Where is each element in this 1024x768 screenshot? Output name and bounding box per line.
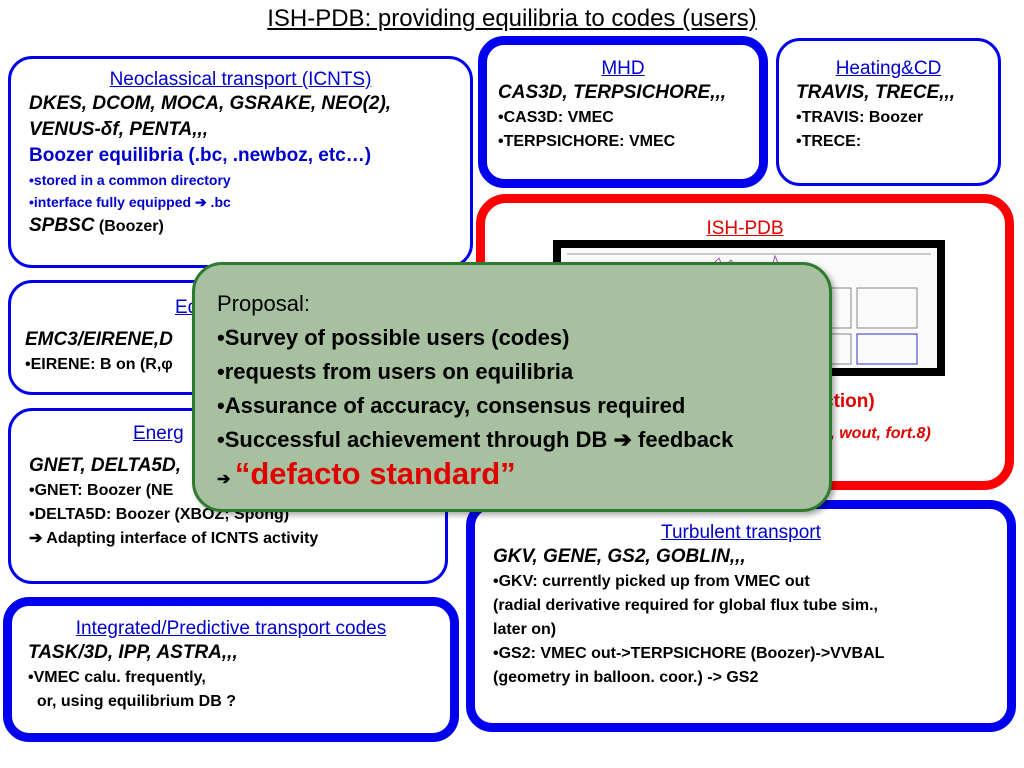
spbsc-note: (Boozer) <box>94 218 164 235</box>
energetic-bullet-3: ➔ Adapting interface of ICNTS activity <box>29 527 445 551</box>
energetic-heading: Energ <box>133 423 184 444</box>
heating-codes: TRAVIS, TRECE,,, <box>796 82 956 103</box>
proposal-box: Proposal: •Survey of possible users (cod… <box>192 262 832 512</box>
turbulent-bullet-5: (geometry in balloon. coor.) -> GS2 <box>493 669 759 686</box>
edge-codes: EMC3/EIRENE,D <box>25 329 173 350</box>
turbulent-heading: Turbulent transport <box>661 522 821 543</box>
arrow-right-icon: ➔ <box>613 427 632 452</box>
energetic-bullet-1: •GNET: Boozer (NE <box>29 482 174 499</box>
turbulent-codes: GKV, GENE, GS2, GOBLIN,,, <box>493 546 746 567</box>
proposal-heading: Proposal: <box>217 291 310 316</box>
turbulent-box: Turbulent transport GKV, GENE, GS2, GOBL… <box>466 500 1016 732</box>
mhd-codes: CAS3D, TERPSICHORE,,, <box>498 82 727 103</box>
arrow-right-icon: ➔ <box>217 471 235 488</box>
ishpdb-tail-1: ction) <box>823 391 875 412</box>
proposal-item-4-text: •Successful achievement through DB <box>217 427 614 452</box>
integrated-box: Integrated/Predictive transport codes TA… <box>3 597 459 742</box>
slide-title: ISH-PDB: providing equilibria to codes (… <box>267 5 757 32</box>
turbulent-bullet-3: later on) <box>493 621 557 638</box>
integrated-bullet-2: or, using equilibrium DB ? <box>28 693 237 710</box>
edge-bullet-1: •EIRENE: B on (R,φ <box>25 356 173 373</box>
interface-text: •interface fully equipped <box>29 194 195 210</box>
proposal-item-4: •Successful achievement through DB ➔ fee… <box>217 423 829 457</box>
turbulent-bullet-4: •GS2: VMEC out->TERPSICHORE (Boozer)->VV… <box>493 645 885 662</box>
neoclassical-heading: Neoclassical transport (ICNTS) <box>109 69 372 90</box>
ishpdb-tail-2: r, wout, fort.8) <box>825 425 931 442</box>
arrow-right-icon: ➔ <box>29 530 43 547</box>
neoclassical-box: Neoclassical transport (ICNTS) DKES, DCO… <box>8 56 473 268</box>
neoclassical-codes-line1: DKES, DCOM, MOCA, GSRAKE, NEO(2), <box>29 93 392 114</box>
boozer-equilibria-line: Boozer equilibria (.bc, .newboz, etc…) <box>29 145 372 166</box>
turbulent-bullet-1: •GKV: currently picked up from VMEC out <box>493 573 810 590</box>
integrated-bullet-1: •VMEC calu. frequently, <box>28 669 206 686</box>
energetic-codes: GNET, DELTA5D, <box>29 455 181 476</box>
proposal-item-2: •requests from users on equilibria <box>217 359 574 384</box>
ishpdb-heading: ISH-PDB <box>706 218 784 239</box>
proposal-feedback-text: feedback <box>631 427 734 452</box>
interface-line: •interface fully equipped ➔ .bc <box>29 191 470 213</box>
neoclassical-codes-line2: VENUS-δf, PENTA,,, <box>29 119 209 140</box>
heating-box: Heating&CD TRAVIS, TRECE,,, •TRAVIS: Boo… <box>776 38 1001 186</box>
heating-bullet-1: •TRAVIS: Boozer <box>796 109 924 126</box>
proposal-item-3: •Assurance of accuracy, consensus requir… <box>217 393 686 418</box>
mhd-bullet-2: •TERPSICHORE: VMEC <box>498 133 676 150</box>
spbsc-line: SPBSC (Boozer) <box>29 213 470 239</box>
spbsc-label: SPBSC <box>29 215 95 236</box>
adapting-interface-text: Adapting interface of ICNTS activity <box>42 530 319 547</box>
heating-heading: Heating&CD <box>835 58 942 79</box>
proposal-item-5: ➔ “defacto standard” <box>217 457 829 497</box>
proposal-item-1: •Survey of possible users (codes) <box>217 325 570 350</box>
mhd-bullet-1: •CAS3D: VMEC <box>498 109 614 126</box>
mhd-heading: MHD <box>601 58 645 79</box>
heating-bullet-2: •TRECE: <box>796 133 862 150</box>
mhd-box: MHD CAS3D, TERPSICHORE,,, •CAS3D: VMEC •… <box>478 36 768 188</box>
integrated-heading: Integrated/Predictive transport codes <box>75 618 387 639</box>
stored-directory-line: •stored in a common directory <box>29 172 231 188</box>
integrated-codes: TASK/3D, IPP, ASTRA,,, <box>28 642 238 663</box>
arrow-right-icon: ➔ <box>194 194 207 210</box>
bc-text: .bc <box>206 194 231 210</box>
defacto-standard-text: “defacto standard” <box>234 456 516 491</box>
turbulent-bullet-2: (radial derivative required for global f… <box>493 597 878 614</box>
